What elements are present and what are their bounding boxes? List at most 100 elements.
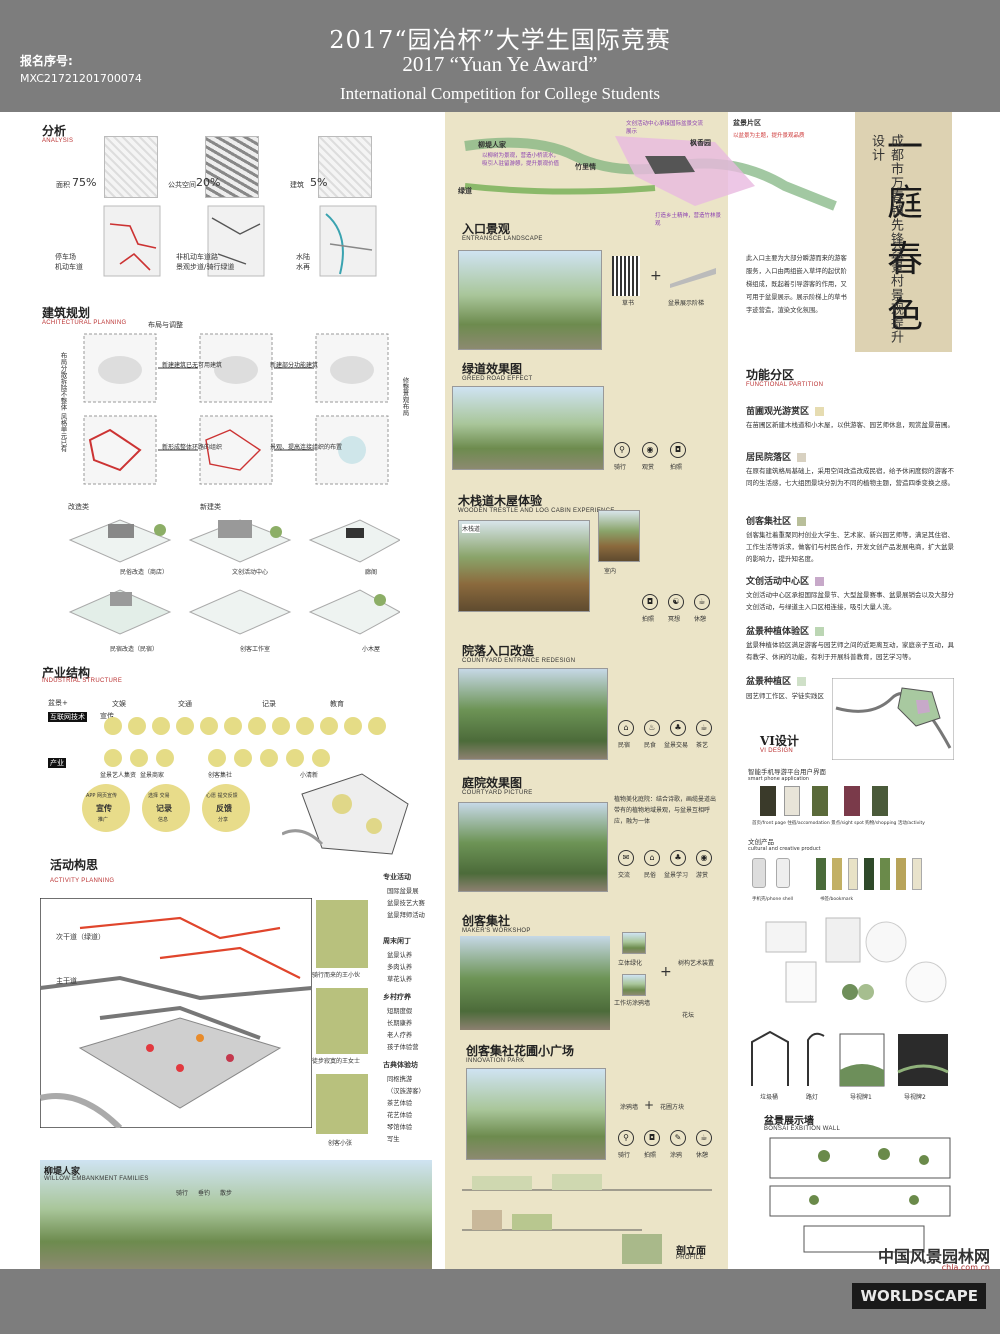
court-entry-icon-2: 民食 (644, 742, 657, 749)
park-icon-3: 涂鸦 (670, 1152, 683, 1159)
group-2-item: 草花认养 (387, 976, 413, 983)
vi-title-en: VI DESIGN (760, 748, 794, 754)
willow-icon-2: 垂钓 (198, 1190, 211, 1197)
maker-tag-4: 花坛 (682, 1012, 695, 1019)
title-cn: 2017“园冶杯”大学生国际竞赛 (329, 26, 671, 54)
calligraphy-char-3: 春 (887, 239, 924, 280)
steps-icon (670, 268, 716, 288)
arch-group-left: 改造类 (68, 503, 89, 511)
industry-bottom-3: 创客集社 (208, 772, 233, 779)
title-vertical-subtitle: 成都市万春镇先锋盆景村景观提升设计 (869, 134, 903, 344)
maker-title-en: MAKER'S WORKSHOP (462, 928, 531, 934)
arch-note-2: 新建部分功能建筑 (270, 362, 319, 369)
reg-number: MXC21721201700074 (20, 72, 142, 85)
brush-icon: ✎ (670, 1130, 686, 1146)
profile-drawing (462, 1174, 712, 1264)
zone-5-desc: 盆景种植体验区满足游客与园艺师之间的近距离互动，家庭亲子互动，具有教学、休闲的功… (746, 641, 954, 661)
maker-title: 创客集社 (462, 914, 511, 928)
signage-4: 导视牌2 (904, 1094, 926, 1101)
graffiti-image (622, 974, 646, 996)
calligraphy-char-4: 色 (887, 295, 924, 336)
group-1-title: 专业活动 (383, 873, 411, 881)
industry-bottom-4: 小清新 (300, 772, 319, 779)
court-entry-icon-3: 盆景交易 (664, 742, 689, 749)
app-screens-caption: 首页/front page 住宿/accomodation 景点/sight s… (752, 821, 925, 826)
bookmark (864, 858, 874, 890)
title-en: 2017 “Yuan Ye Award” (402, 52, 598, 76)
stationery-set (765, 917, 947, 1003)
zone-4-swatch (815, 577, 825, 586)
analysis-value-1: 75% (72, 176, 97, 189)
zone-3-swatch (797, 517, 807, 526)
zone-3-label: 创客集社区 (746, 517, 792, 527)
greenway-icon-label-2: 观赏 (642, 464, 655, 471)
func-title-en: FUNCTIONAL PARTITION (746, 382, 824, 388)
industry-dot (208, 749, 226, 767)
group-3-item: 老人疗养 (387, 1032, 413, 1039)
rest-icon: ☕ (696, 1130, 712, 1146)
strip-label-4: 枫香园 (690, 139, 711, 147)
plus-icon: + (660, 964, 672, 980)
zone-6-label: 盆景种植区 (746, 677, 792, 687)
overview-strip (464, 136, 837, 211)
strip-label-1: 柳堤人家 (478, 141, 506, 149)
group-4-item: （汉族游客） (387, 1088, 425, 1095)
calligraphy-char-1: 一 (887, 127, 924, 168)
culture-title-en: cultural and creative product (748, 846, 821, 852)
trestle-tag-1: 木栈道 (462, 524, 481, 533)
group-3-title: 乡村疗养 (383, 993, 411, 1001)
tour-icon: ◉ (696, 850, 712, 866)
industry-term-1: 文娱 (112, 700, 126, 708)
industry-box-2-body: 记录 (156, 804, 172, 813)
courtyard-entry-image (458, 668, 608, 760)
analysis-title: 分析 (42, 124, 67, 138)
tea-icon: ☕ (696, 720, 712, 736)
arch-side-right: 修整景观布局 (401, 377, 409, 416)
bonsai-wall-title: 盆景展示墙 (764, 1116, 814, 1127)
func-title: 功能分区 (746, 368, 795, 382)
industry-dot (260, 749, 278, 767)
group-3-item: 短期度假 (387, 1008, 413, 1015)
activity-map-label-2: 主干道 (56, 977, 77, 985)
entrance-intro-text: 此入口主要为大部分瞬游而来的游客服务，入口由两组嵌入草坪的起伏阶梯组成，既起着引… (746, 255, 847, 314)
analysis-label-2: 公共空间 (168, 181, 196, 189)
legend-water: 水再 (296, 263, 310, 271)
homestay-icon: ⌂ (618, 720, 634, 736)
zone-5-swatch (815, 627, 825, 636)
industry-dot (104, 717, 122, 735)
industry-dot (272, 717, 290, 735)
park-icon-4: 休憩 (696, 1152, 709, 1159)
analysis-title-en: ANALYSIS (42, 138, 74, 144)
strip-note-1: 以柳树为景观，营造小桥流水，吸引人驻留游憩，提升景观价值 (482, 153, 560, 167)
strip-label-2: 竹里情 (575, 163, 596, 171)
trestle-title-en: WOODEN TRESTLE AND LOG CABIN EXPERIENCE (458, 508, 615, 514)
industry-dot (176, 717, 194, 735)
park-title: 创客集社花圃小广场 (466, 1044, 575, 1058)
arch-item-4: 民宿改造（民宿） (110, 646, 159, 653)
industry-term-3: 宣传 (100, 712, 114, 720)
industry-dot (320, 717, 338, 735)
activity-title: 活动构思 (50, 858, 99, 872)
industry-title-en: INDUSTRIAL STRUCTURE (42, 678, 123, 684)
industry-row-3: 产业 (48, 758, 66, 768)
industry-dot (234, 749, 252, 767)
phone-shell (752, 858, 766, 888)
maker-image (460, 936, 610, 1030)
court-icon-2: 民俗 (644, 872, 657, 879)
industry-dot (368, 717, 386, 735)
arch-note-3: 新形成整体环路的组织 (162, 444, 223, 451)
bookmark (832, 858, 842, 890)
park-image (466, 1068, 606, 1160)
analysis-label-1: 面积 (56, 181, 70, 189)
activity-map (40, 898, 312, 1128)
zone-6-desc: 园艺师工作区、学徒实践区 (746, 692, 824, 700)
group-2-item: 盆景认养 (387, 952, 413, 959)
bookmark (880, 858, 890, 890)
courtyard-title-en: COURTYARD PICTURE (462, 790, 533, 796)
vertical-green-image (622, 932, 646, 954)
entrance-extra-2: 盆景展示阶梯 (668, 300, 705, 307)
industry-row-1: 盆景+ (48, 699, 68, 707)
park-icon-2: 拍照 (644, 1152, 657, 1159)
industry-title: 产业结构 (42, 666, 91, 680)
courtyard-entry-title: 院落入口改造 (462, 644, 535, 658)
